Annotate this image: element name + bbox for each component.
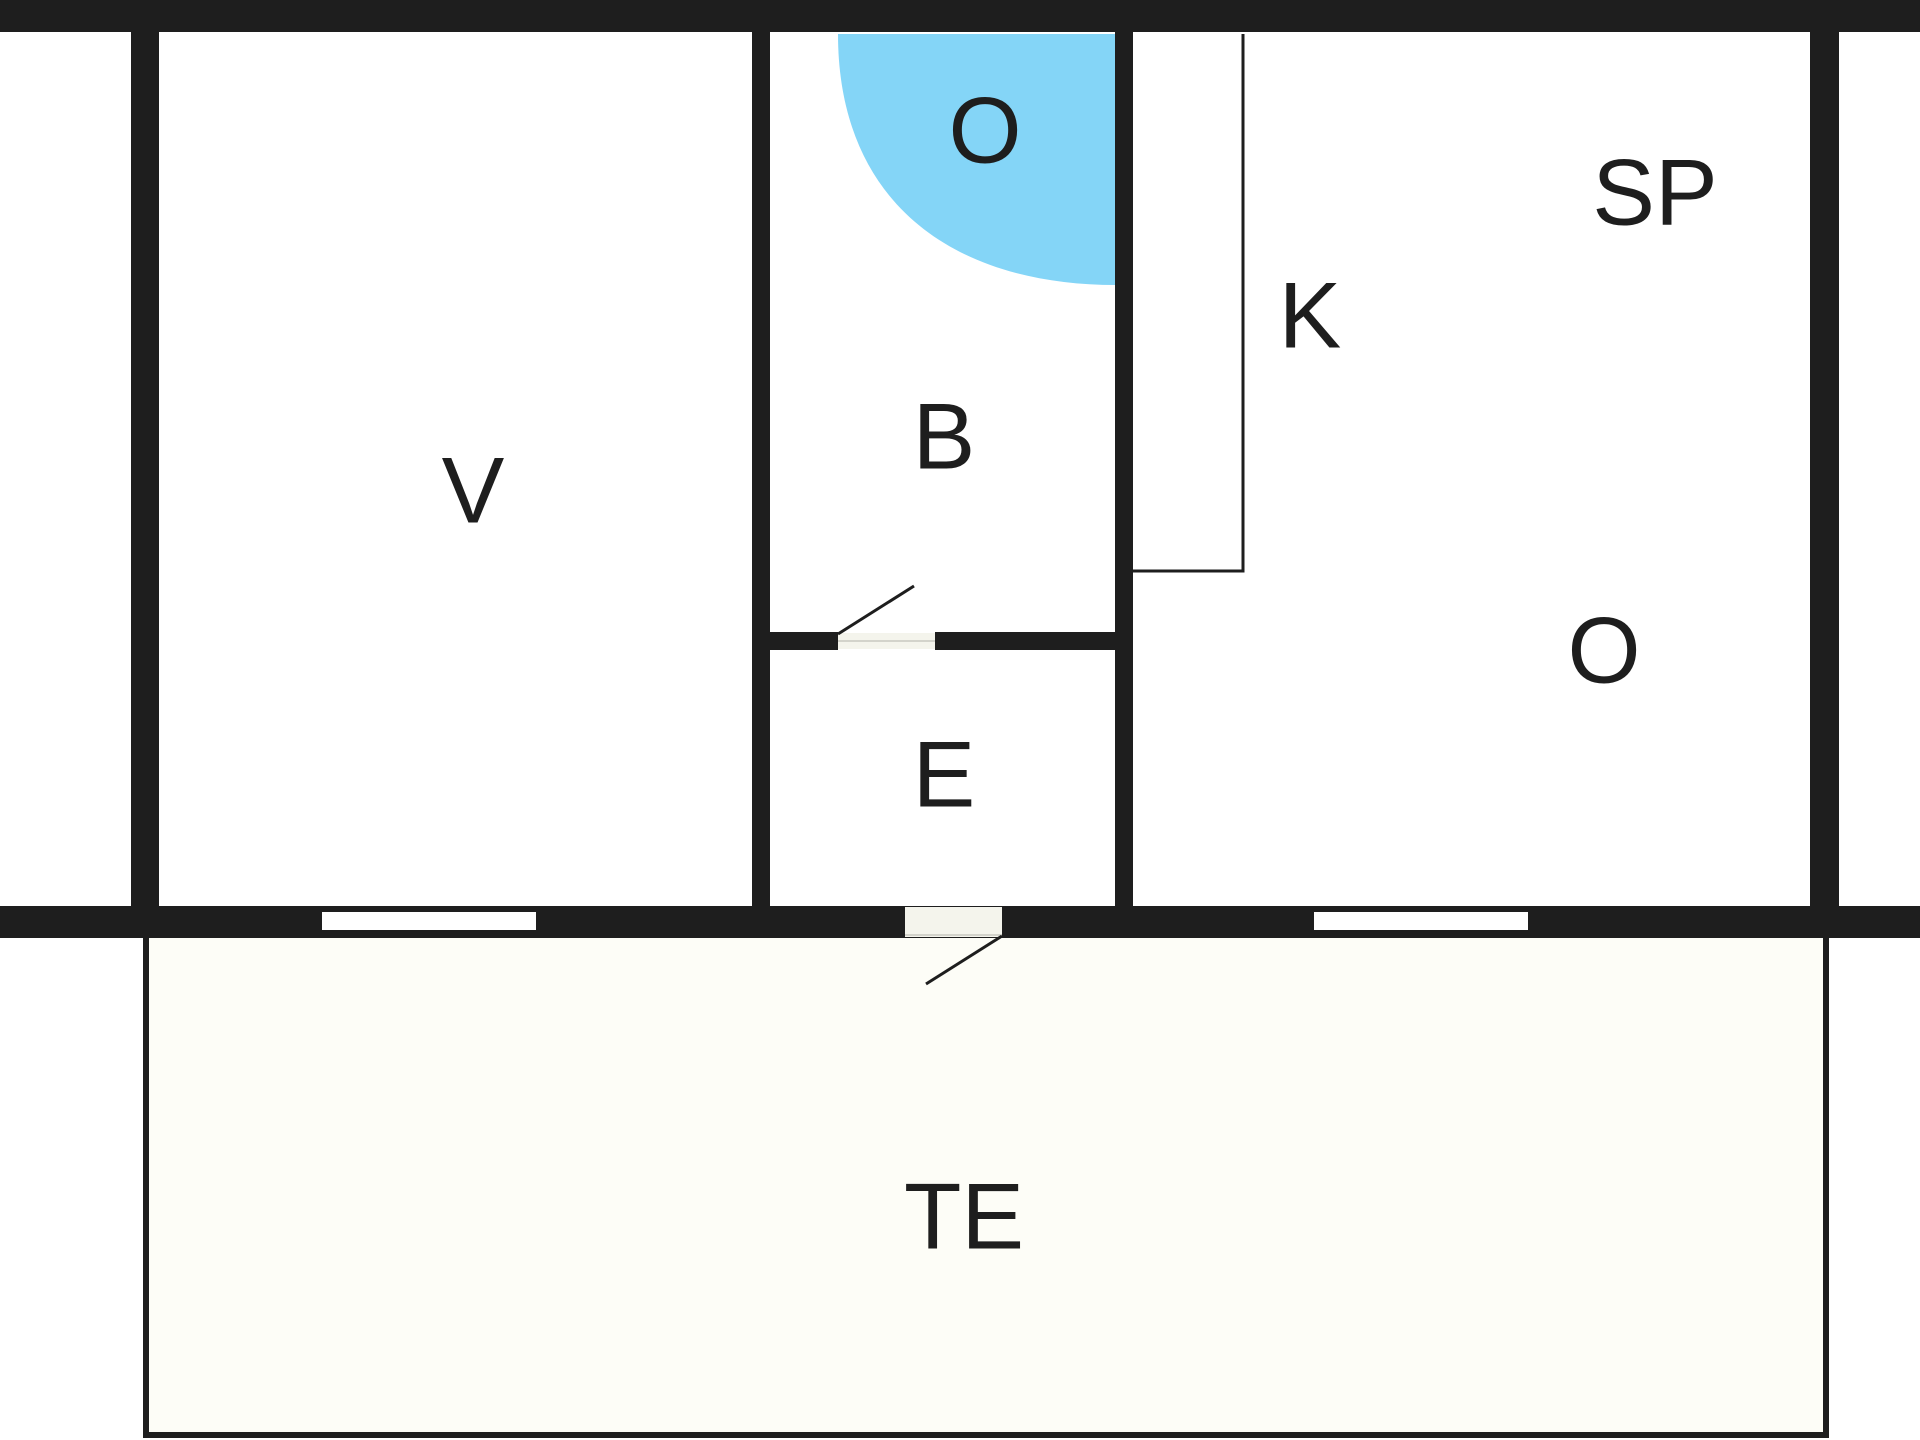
shower-area	[838, 34, 1116, 285]
door-bath	[837, 584, 935, 649]
living-bath-wall	[752, 30, 770, 910]
room-label-dining: SP	[1592, 140, 1717, 245]
room-label-living-area: O	[1567, 598, 1640, 703]
window-kitchen	[1314, 912, 1528, 930]
kitchen-counter	[1130, 34, 1245, 573]
room-label-living: V	[442, 438, 505, 543]
bath-entrance-wall-right	[935, 632, 1125, 650]
bath-entrance-wall-left	[760, 632, 838, 650]
right-outer-wall	[1810, 30, 1839, 910]
top-wall	[0, 0, 1920, 32]
window-living	[322, 912, 536, 930]
room-label-terrace: TE	[904, 1164, 1024, 1269]
room-label-entrance: E	[913, 722, 976, 827]
left-outer-wall	[131, 30, 159, 910]
bath-kitchen-wall	[1115, 30, 1133, 910]
terrace-area	[146, 935, 1826, 1435]
room-label-shower: O	[948, 78, 1021, 183]
room-label-kitchen: K	[1279, 263, 1342, 368]
door-entrance	[905, 907, 1003, 986]
room-label-bath: B	[913, 384, 976, 489]
